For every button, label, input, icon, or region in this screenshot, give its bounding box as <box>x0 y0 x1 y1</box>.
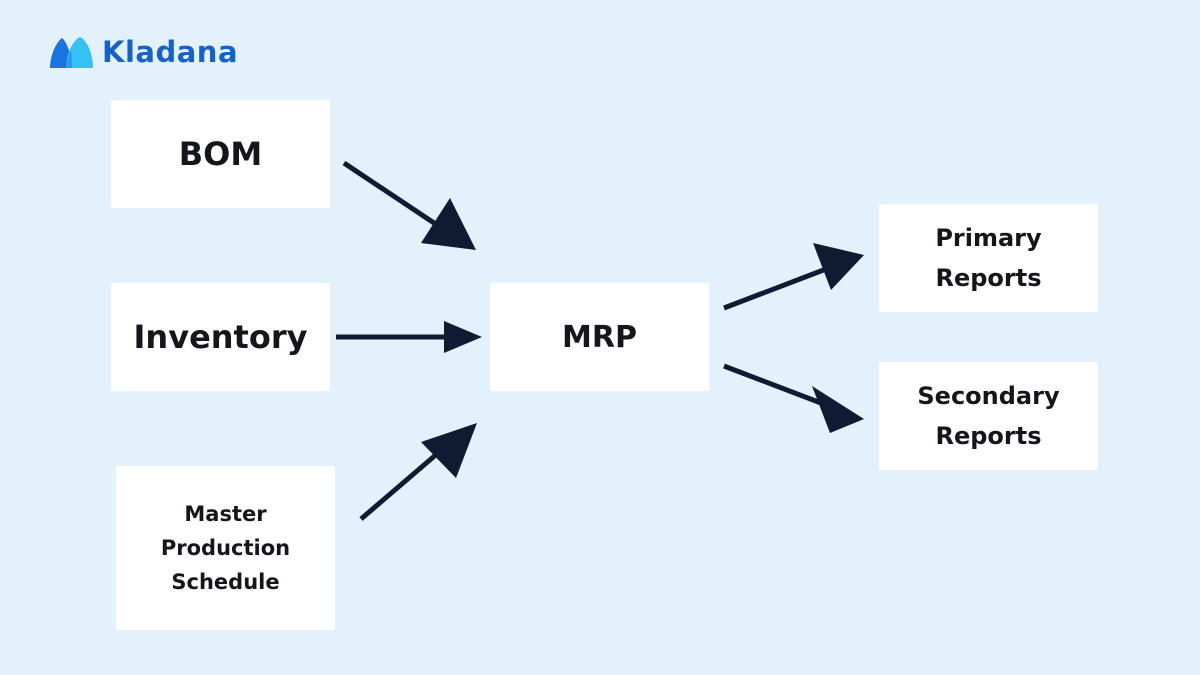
secondary-reports-label-line-1: Secondary <box>917 382 1060 410</box>
mps-label-line-1: Master <box>184 502 267 526</box>
primary-reports-label-line-2: Reports <box>935 264 1042 292</box>
mps-label-line-2: Production <box>160 536 291 560</box>
brand-name: Kladana <box>102 34 239 69</box>
master-production-schedule-box: Master Production Schedule <box>116 466 335 630</box>
kladana-logo: Kladana <box>48 33 238 71</box>
inventory-box: Inventory <box>111 283 330 391</box>
mrp-label: MRP <box>562 319 637 355</box>
arrow-mrp-to-primary-reports <box>723 243 864 311</box>
primary-reports-box: Primary Reports <box>879 204 1098 312</box>
arrow-inventory-to-mrp <box>336 321 482 353</box>
primary-reports-label-line-1: Primary <box>935 224 1042 252</box>
inventory-label: Inventory <box>133 318 308 356</box>
mrp-box: MRP <box>490 283 709 391</box>
secondary-reports-label-line-2: Reports <box>935 422 1042 450</box>
arrow-mrp-to-secondary-reports <box>723 363 864 433</box>
two-drop-mountain-logo-icon <box>50 37 93 68</box>
bom-box: BOM <box>111 100 330 208</box>
mps-label-line-3: Schedule <box>171 570 280 594</box>
bom-label: BOM <box>178 135 263 173</box>
arrow-bom-to-mrp <box>342 160 476 250</box>
arrow-mps-to-mrp <box>359 423 477 521</box>
secondary-reports-box: Secondary Reports <box>879 362 1098 470</box>
